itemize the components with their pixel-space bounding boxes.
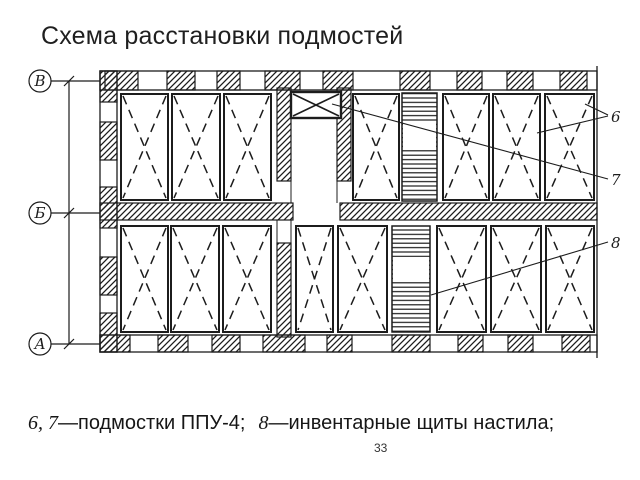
- wall-pier: [456, 70, 483, 91]
- scaffold-unit: [544, 93, 595, 201]
- leader-6-lower: [536, 115, 609, 134]
- wall-pier: [561, 334, 591, 353]
- wall-pier: [391, 334, 431, 353]
- axis-circle-v: [28, 69, 52, 93]
- deck-boards: [391, 92, 438, 333]
- page-number: 33: [374, 441, 388, 455]
- caption-number-2: 8: [258, 412, 269, 434]
- axis-label-v: В: [33, 72, 45, 90]
- scaffold-unit: [337, 225, 388, 333]
- callout-label-6: 6: [611, 108, 621, 126]
- wall-pier: [216, 70, 241, 91]
- axis-label-a: А: [33, 335, 45, 353]
- wall-pier: [457, 334, 484, 353]
- scaffold-unit: [170, 225, 220, 333]
- wall-pier: [99, 312, 118, 353]
- scaffold-unit: [171, 93, 221, 201]
- wall-pier: [166, 70, 196, 91]
- wall-pier: [326, 334, 353, 353]
- scaffold-unit: [222, 225, 272, 333]
- caption-numbers-1: 6, 7: [28, 412, 58, 434]
- callout-label-7: 7: [611, 171, 621, 189]
- middle-wall: [99, 202, 598, 221]
- dim-tick-top: [63, 75, 75, 87]
- stairwell-scaffold: [289, 90, 343, 120]
- axis-circle-a: [28, 332, 52, 356]
- dim-tick-middle: [63, 207, 75, 219]
- wall-pier: [99, 70, 118, 103]
- wall-pier: [211, 334, 241, 353]
- wall-pier: [507, 334, 534, 353]
- wall-pier: [157, 334, 189, 353]
- figure-caption: 6, 7—подмостки ППУ-4; 8—инвентарные щиты …: [28, 412, 628, 435]
- slide-title: Схема расстановки подмостей: [41, 22, 404, 50]
- stairwell-wall-left: [276, 87, 292, 182]
- scaffold-unit: [492, 93, 541, 201]
- scaffold-unit: [120, 93, 169, 201]
- caption-text-2: —инвентарные щиты настила;: [268, 412, 555, 434]
- callouts: 6 7 8: [331, 103, 621, 296]
- scaffold-unit: [120, 225, 169, 333]
- axis-circle-b: [28, 201, 52, 225]
- deck-board-bottom-gap: [393, 257, 429, 280]
- dim-tick-bottom: [63, 338, 75, 350]
- callout-label-8: 8: [611, 234, 621, 252]
- scaffold-unit: [223, 93, 272, 201]
- door-openings: [276, 181, 338, 243]
- wall-pier: [99, 121, 118, 161]
- axis-label-b: Б: [33, 204, 45, 222]
- wall-pier: [506, 70, 534, 91]
- leader-7: [331, 103, 609, 180]
- wall-pier: [559, 70, 588, 91]
- stairwell-walls: [276, 87, 352, 338]
- scaffold-unit: [490, 225, 542, 333]
- scaffold-unit: [442, 93, 490, 201]
- caption-text-1: —подмостки ППУ-4;: [58, 412, 246, 434]
- leader-6-upper: [584, 103, 609, 116]
- partition-stub: [276, 242, 292, 338]
- wall-pier: [264, 70, 301, 91]
- wall-pier: [322, 70, 354, 91]
- middle-wall-right: [339, 202, 598, 221]
- wall-pier: [399, 70, 431, 91]
- deck-board-top-gap: [403, 122, 436, 148]
- scaffold-unit: [352, 93, 400, 201]
- scaffold-unit: [436, 225, 487, 333]
- leader-8: [430, 241, 609, 296]
- wall-piers: [99, 70, 591, 353]
- scaffold-unit: [295, 225, 334, 333]
- axis-grid: В Б А: [28, 69, 100, 356]
- wall-pier: [99, 256, 118, 296]
- scaffold-unit: [545, 225, 595, 333]
- middle-wall-left: [99, 202, 294, 221]
